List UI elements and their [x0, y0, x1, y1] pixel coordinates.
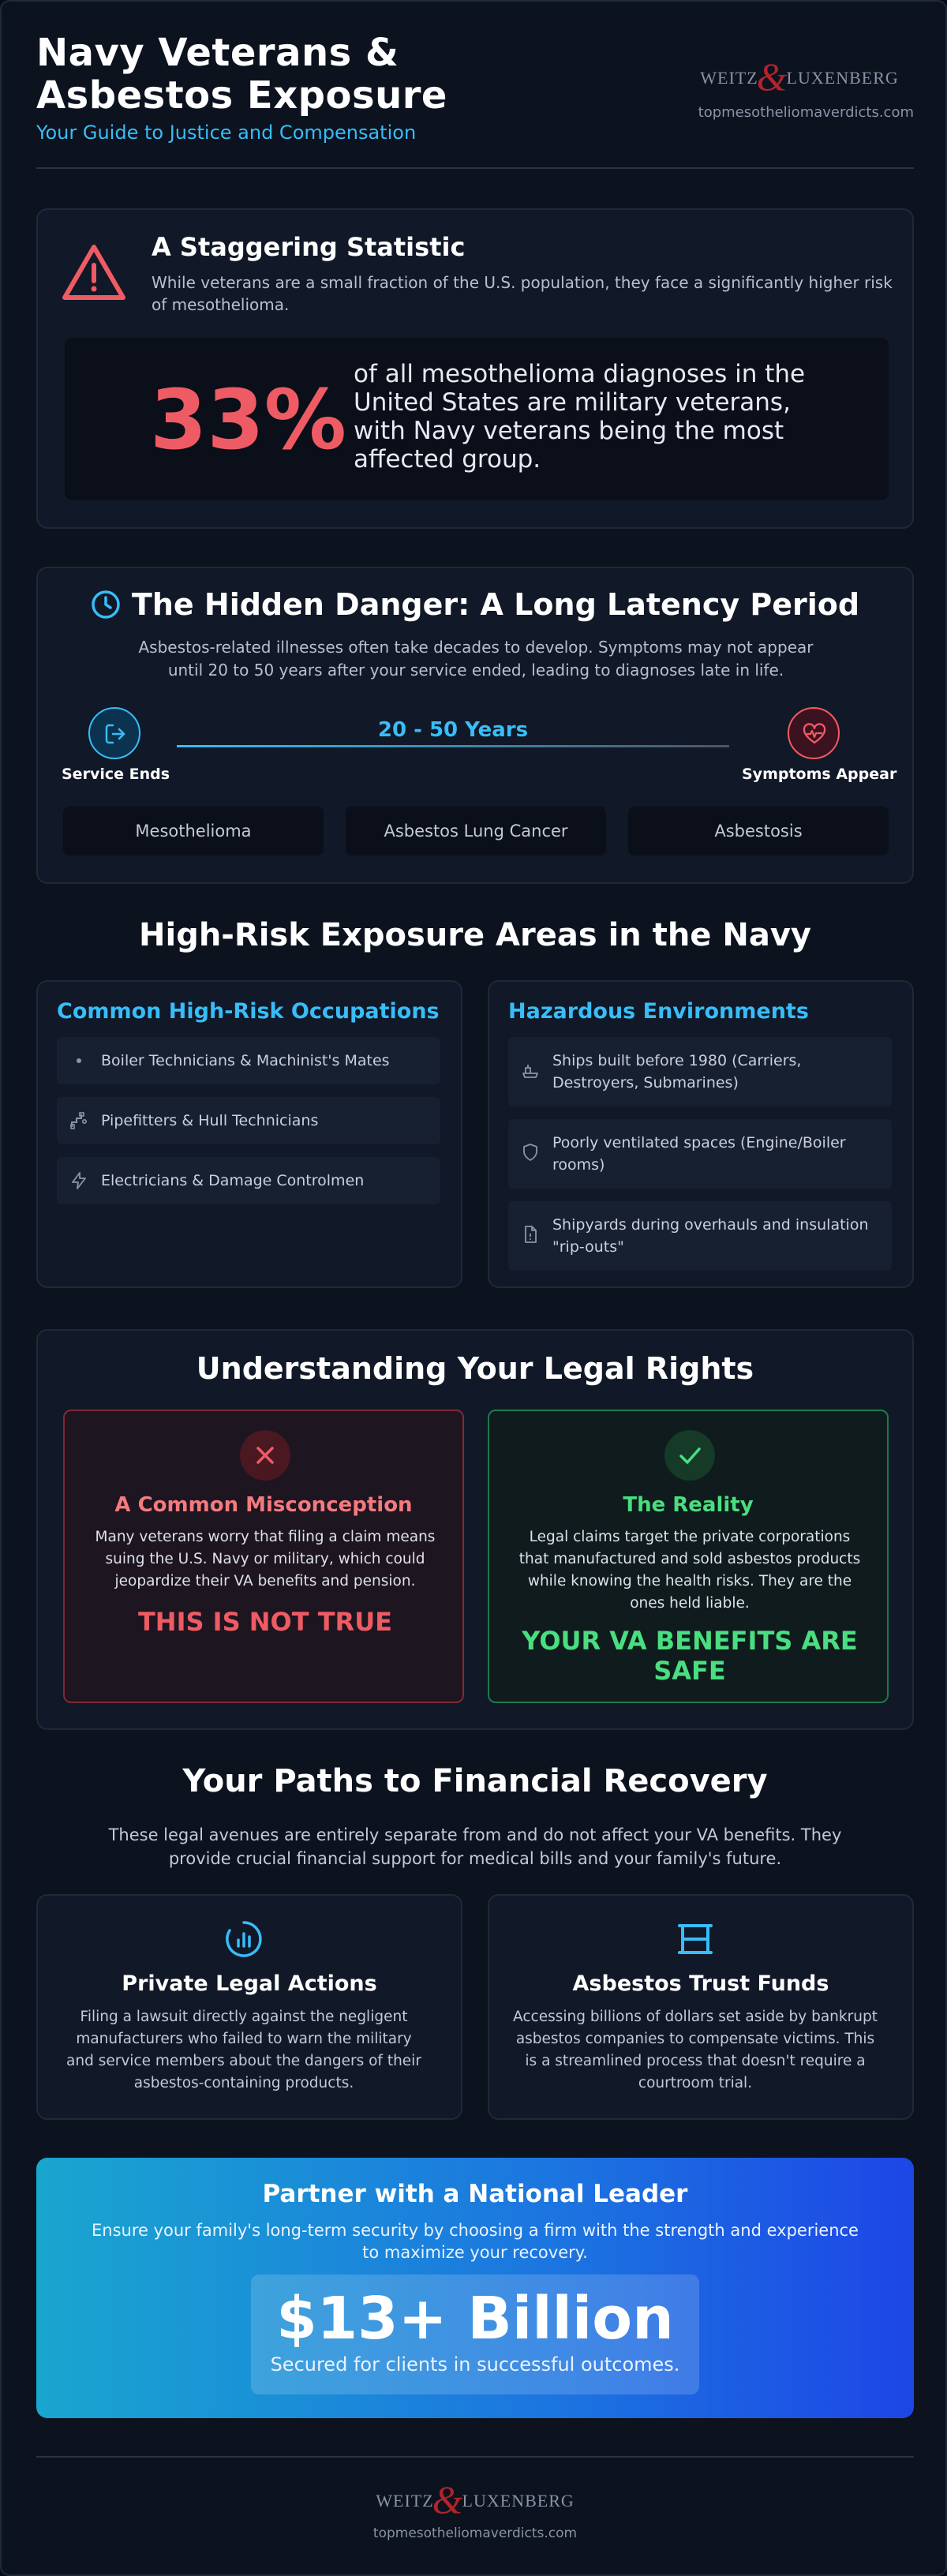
- environment-item: Poorly ventilated spaces (Engine/Boiler …: [508, 1119, 892, 1189]
- symptoms-appear-label: Symptoms Appear: [742, 766, 897, 783]
- header: Navy Veterans & Asbestos Exposure Your G…: [36, 31, 914, 144]
- close-x-icon: [256, 1447, 274, 1464]
- latency-description: Asbestos-related illnesses often take de…: [138, 638, 814, 680]
- reality-badge: [664, 1430, 715, 1481]
- service-ends-label: Service Ends: [62, 766, 170, 783]
- ship-icon: [522, 1065, 538, 1078]
- footer: WEITZ&LUXENBERG topmesotheliomaverdicts.…: [36, 2477, 914, 2541]
- path-text: Accessing billions of dollars set aside …: [513, 2009, 878, 2091]
- logo-wordmark: WEITZ&LUXENBERG: [685, 54, 914, 99]
- header-divider: [36, 167, 914, 169]
- legal-rights-card: Understanding Your Legal Rights A Common…: [36, 1329, 914, 1730]
- path-title: Private Legal Actions: [122, 1971, 377, 1996]
- disease-tag: Asbestosis: [628, 807, 889, 856]
- clock-icon: [92, 590, 120, 619]
- logo-word-right: LUXENBERG: [786, 68, 899, 88]
- misconception-callout: THIS IS NOT TRUE: [137, 1607, 393, 1637]
- statistic-percent: 33%: [150, 372, 346, 468]
- environment-item: Shipyards during overhauls and insulatio…: [508, 1201, 892, 1271]
- latency-years: 20 - 50 Years: [377, 718, 529, 742]
- occupation-item: Electricians & Damage Controlmen: [57, 1157, 440, 1204]
- trust-fund-icon: [678, 1924, 713, 1954]
- misconception-text: Many veterans worry that filing a claim …: [95, 1529, 436, 1589]
- latency-card: The Hidden Danger: A Long Latency Period…: [36, 567, 914, 884]
- page-title: Navy Veterans & Asbestos Exposure: [36, 31, 447, 118]
- environments-title: Hazardous Environments: [508, 999, 809, 1024]
- environments-card: Hazardous Environments Ships built befor…: [488, 980, 914, 1288]
- footer-divider: [36, 2456, 914, 2458]
- paths-description: These legal avenues are entirely separat…: [108, 1825, 842, 1868]
- statistic-card: A Staggering Statistic While veterans ar…: [36, 208, 914, 529]
- disease-tag: Mesothelioma: [63, 807, 324, 856]
- misconception-title: A Common Misconception: [114, 1493, 413, 1517]
- partner-banner: Partner with a National Leader Ensure yo…: [36, 2158, 914, 2418]
- path-text: Filing a lawsuit directly against the ne…: [66, 2009, 421, 2091]
- page-subtitle: Your Guide to Justice and Compensation: [36, 122, 417, 144]
- statistic-description: While veterans are a small fraction of t…: [152, 273, 893, 314]
- logo-ampersand: &: [756, 54, 788, 99]
- latency-timeline-line: [177, 745, 729, 747]
- statistic-percent-text: of all mesothelioma diagnoses in the Uni…: [354, 360, 806, 474]
- heart-pulse-icon: [803, 723, 826, 744]
- legal-title: Understanding Your Legal Rights: [196, 1351, 754, 1386]
- reality-title: The Reality: [623, 1493, 754, 1517]
- path-title: Asbestos Trust Funds: [572, 1971, 829, 1996]
- reality-callout: YOUR VA BENEFITS ARE SAFE: [522, 1626, 858, 1686]
- statistic-highlight: 33% of all mesothelioma diagnoses in the…: [65, 338, 889, 500]
- occupation-item: Boiler Technicians & Machinist's Mates: [57, 1037, 440, 1084]
- symptoms-appear-badge: [788, 707, 840, 759]
- shield-icon: [523, 1144, 537, 1161]
- exit-icon: [105, 724, 125, 744]
- occupation-item: Pipefitters & Hull Technicians: [57, 1097, 440, 1144]
- reality-box: The Reality Legal claims target the priv…: [488, 1410, 889, 1703]
- recovery-amount-box: $13+ Billion Secured for clients in succ…: [251, 2275, 699, 2394]
- occupation-text: Electricians & Damage Controlmen: [101, 1172, 365, 1189]
- misconception-badge: [240, 1430, 290, 1481]
- environment-text: Ships built before 1980 (Carriers, Destr…: [552, 1052, 802, 1091]
- warning-icon: [62, 245, 125, 300]
- firm-logo: WEITZ&LUXENBERG topmesotheliomaverdicts.…: [685, 54, 914, 121]
- paths-title: Your Paths to Financial Recovery: [182, 1763, 768, 1799]
- checkmark-icon: [679, 1447, 701, 1464]
- disease-tag: Asbestos Lung Cancer: [346, 807, 606, 856]
- occupation-text: Pipefitters & Hull Technicians: [101, 1112, 319, 1129]
- partner-title: Partner with a National Leader: [262, 2180, 688, 2208]
- statistic-title: A Staggering Statistic: [152, 232, 466, 262]
- latency-title: The Hidden Danger: A Long Latency Period: [131, 587, 860, 622]
- risk-section-title: High-Risk Exposure Areas in the Navy: [139, 917, 811, 953]
- footer-logo: WEITZ&LUXENBERG: [36, 2477, 914, 2522]
- misconception-box: A Common Misconception Many veterans wor…: [63, 1410, 464, 1703]
- recovery-caption: Secured for clients in successful outcom…: [270, 2353, 680, 2376]
- header-url: topmesotheliomaverdicts.com: [698, 104, 914, 121]
- footer-logo-ampersand: &: [432, 2477, 464, 2522]
- lightning-icon: [72, 1172, 86, 1189]
- document-alert-icon: [525, 1226, 537, 1243]
- environment-text: Poorly ventilated spaces (Engine/Boiler …: [552, 1134, 846, 1174]
- bullet-dot-icon: [77, 1058, 81, 1063]
- partner-text: Ensure your family's long-term security …: [92, 2221, 859, 2262]
- footer-logo-left: WEITZ: [376, 2491, 434, 2510]
- environment-item: Ships built before 1980 (Carriers, Destr…: [508, 1037, 892, 1106]
- recovery-amount: $13+ Billion: [276, 2285, 674, 2353]
- occupations-title: Common High-Risk Occupations: [57, 999, 440, 1024]
- chart-gauge-icon: [226, 1921, 262, 1957]
- occupation-text: Boiler Technicians & Machinist's Mates: [101, 1052, 390, 1069]
- path-card: Private Legal Actions Filing a lawsuit d…: [36, 1894, 462, 2120]
- service-ends-badge: [88, 707, 140, 759]
- path-card: Asbestos Trust Funds Accessing billions …: [488, 1894, 914, 2120]
- occupations-card: Common High-Risk Occupations Boiler Tech…: [36, 980, 462, 1288]
- footer-logo-right: LUXENBERG: [462, 2491, 575, 2510]
- footer-url: topmesotheliomaverdicts.com: [372, 2525, 578, 2541]
- environment-text: Shipyards during overhauls and insulatio…: [552, 1216, 869, 1256]
- logo-word-left: WEITZ: [700, 68, 758, 88]
- pipe-fittings-icon: [70, 1112, 87, 1129]
- latency-title-row: The Hidden Danger: A Long Latency Period: [38, 587, 912, 622]
- reality-text: Legal claims target the private corporat…: [518, 1529, 861, 1612]
